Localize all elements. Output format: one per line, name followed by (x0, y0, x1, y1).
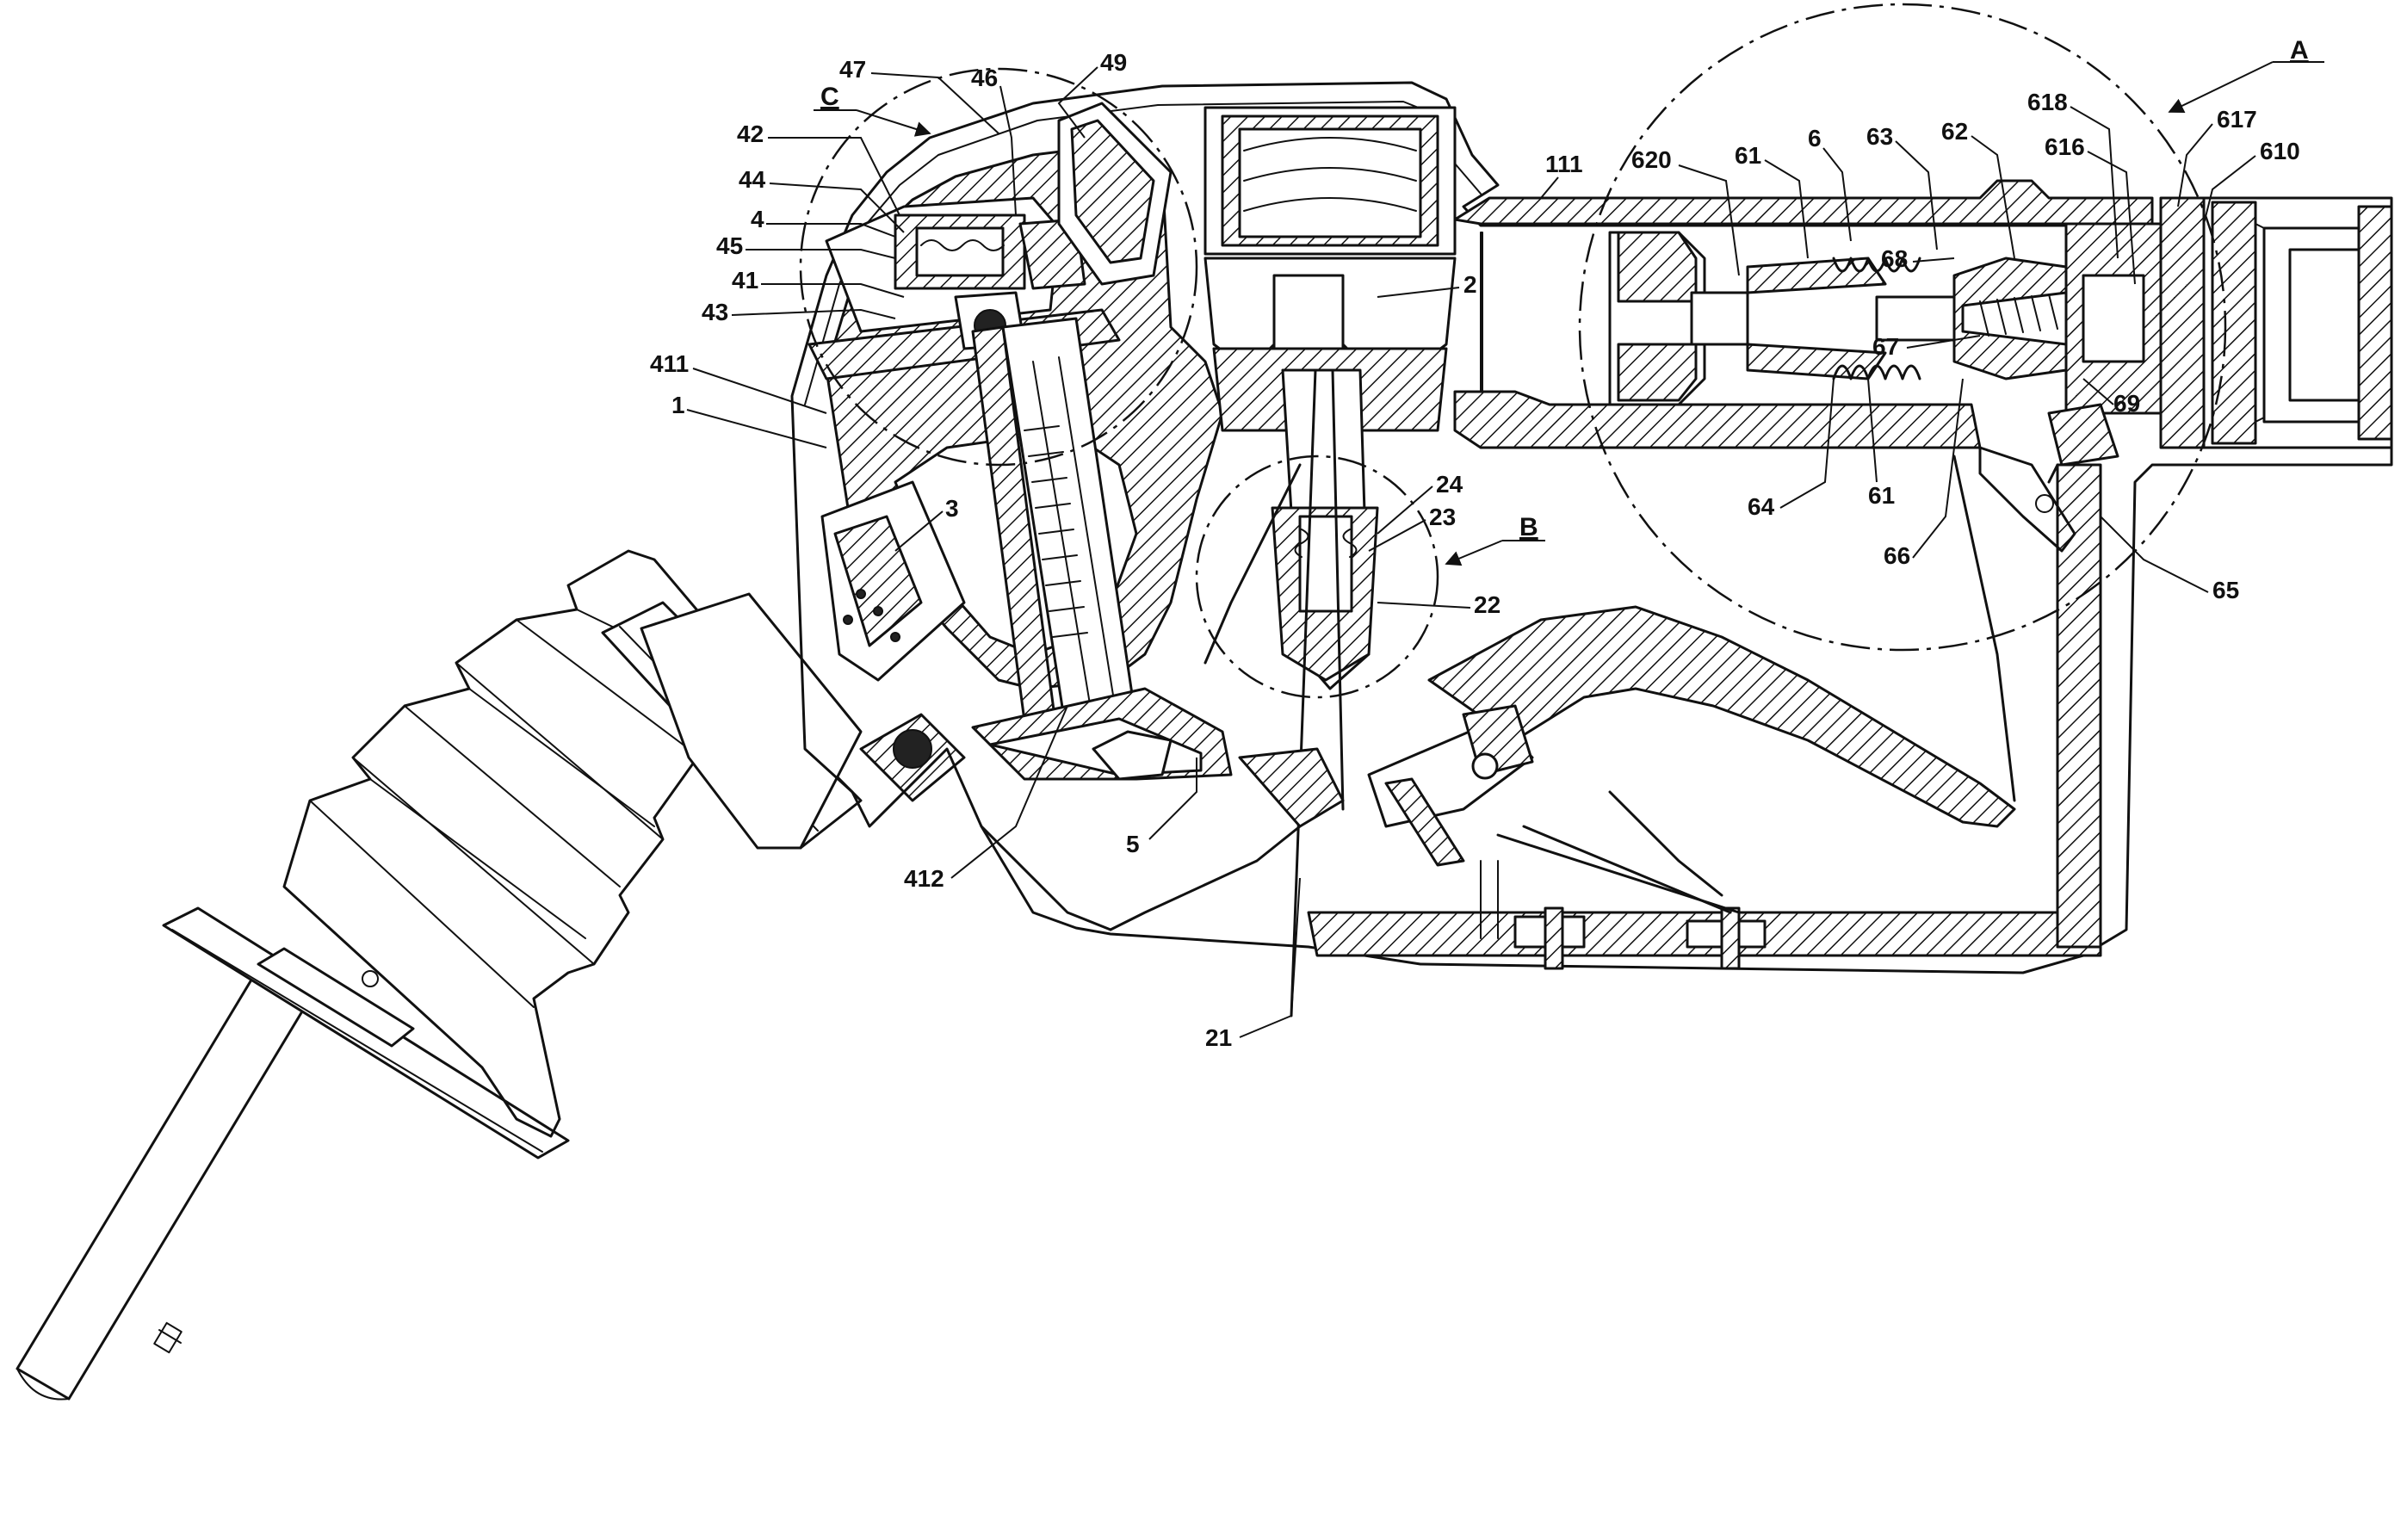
main-valve (1205, 108, 1455, 1016)
callout-42: 42 (737, 121, 764, 147)
section-label-a: A (2290, 36, 2309, 65)
callout-67: 67 (1872, 333, 1899, 360)
callout-3: 3 (945, 495, 959, 522)
callout-616: 616 (2045, 133, 2085, 160)
callout-6: 6 (1808, 125, 1822, 152)
callout-411: 411 (650, 350, 689, 377)
callout-41: 41 (732, 267, 758, 294)
callout-24: 24 (1436, 471, 1463, 498)
callout-61-top: 61 (1735, 142, 1761, 169)
callout-620: 620 (1631, 146, 1672, 173)
callout-23: 23 (1429, 504, 1456, 530)
callout-617: 617 (2217, 106, 2257, 133)
callout-610: 610 (2260, 138, 2300, 164)
section-marker-c: C (814, 83, 930, 133)
callout-1: 1 (671, 392, 685, 418)
callout-46: 46 (971, 65, 998, 91)
callout-22: 22 (1474, 591, 1501, 618)
callout-64: 64 (1748, 493, 1775, 520)
callout-21: 21 (1205, 1024, 1232, 1051)
callout-45: 45 (716, 232, 743, 259)
callout-44: 44 (739, 166, 766, 193)
callout-412: 412 (904, 865, 944, 892)
callout-2: 2 (1463, 271, 1477, 298)
callout-43: 43 (702, 299, 728, 325)
callout-618: 618 (2027, 89, 2068, 115)
callout-65: 65 (2212, 577, 2239, 603)
callout-47: 47 (839, 56, 866, 83)
callout-69: 69 (2113, 390, 2140, 417)
section-marker-b: B (1446, 513, 1545, 564)
callout-4: 4 (751, 206, 764, 232)
callout-5: 5 (1126, 831, 1140, 857)
spout-flange (164, 908, 568, 1158)
callout-111: 111 (1545, 151, 1583, 177)
callout-63: 63 (1866, 123, 1893, 150)
callout-49: 49 (1100, 49, 1127, 76)
section-marker-a: A (2169, 36, 2324, 112)
flow-barrel (1455, 181, 2392, 465)
callout-68: 68 (1881, 245, 1908, 272)
section-label-b: B (1519, 513, 1538, 541)
callout-61-bottom: 61 (1868, 482, 1895, 509)
spout-tube (17, 968, 310, 1400)
section-label-c: C (820, 83, 839, 111)
callout-62: 62 (1941, 118, 1968, 145)
callout-66: 66 (1884, 542, 1910, 569)
